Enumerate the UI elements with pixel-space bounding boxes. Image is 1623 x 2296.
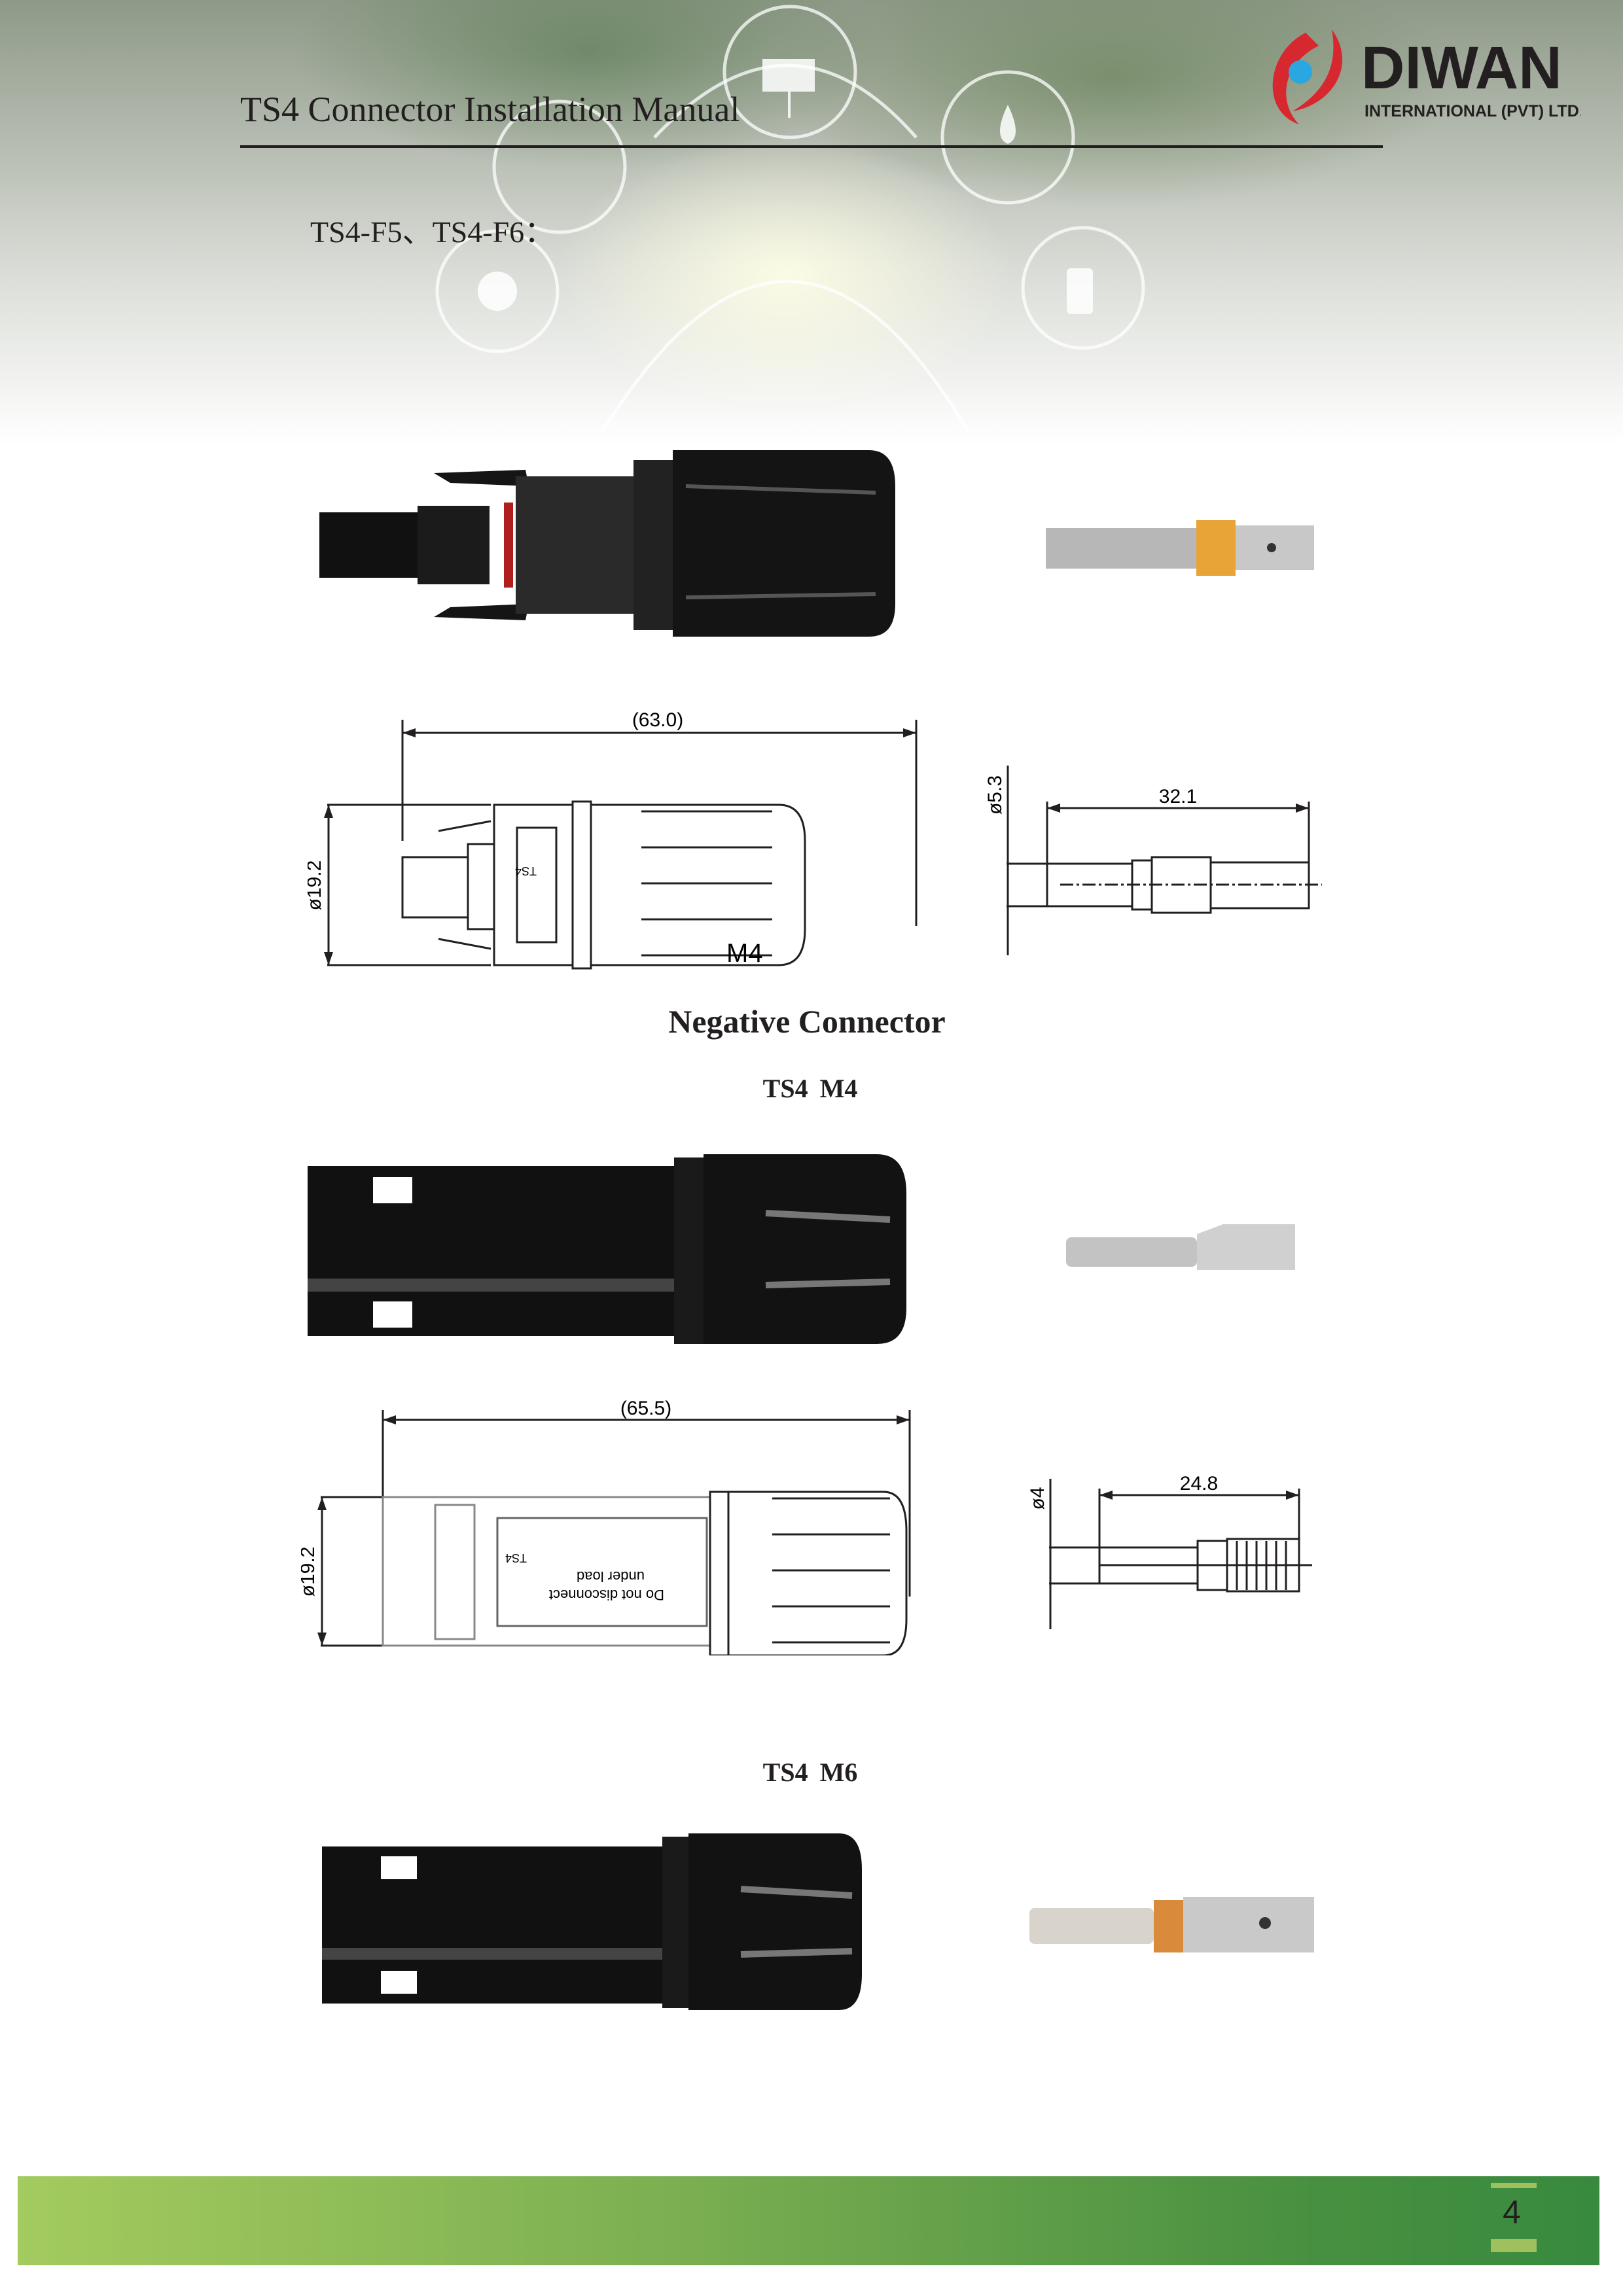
model-label-overlay: M4 [819,1074,858,1103]
diameter-dimension: ø19.2 [308,860,325,911]
contact-socket-photo-negative [1066,1224,1295,1270]
warning-text-line1: Do not disconnect [549,1587,664,1603]
page-number-accent-bottom [1491,2239,1537,2252]
model-subtitle: TS4-F5、TS4-F6： [310,215,555,249]
footer-bar [18,2176,1599,2265]
connector-photo-negative [308,1154,906,1344]
svg-text:DIWAN: DIWAN [1361,35,1562,101]
diameter-dimension: ø19.2 [301,1547,319,1597]
model-label-overlay: M6 [819,1757,858,1787]
positive-connector-dimension-drawing: (63.0) ø19.2 TS4 M4 [308,710,918,970]
model-mark: TS4 [505,1551,527,1564]
negative-connector-dimension-drawing: (65.5) ø19.2 TS4 Do not disconnect under… [301,1400,911,1655]
connector-photo-positive [319,450,895,637]
pin-diameter-dimension: ø5.3 [984,775,1006,815]
connector-photo-variant [322,1833,862,2010]
page-number-accent-top [1491,2183,1537,2188]
document-title: TS4 Connector Installation Manual [240,90,740,129]
negative-pin-dimension-drawing: 24.8 ø4 [1027,1473,1312,1629]
warning-text-line2: under load [577,1568,645,1585]
size-mark: M4 [726,939,763,968]
svg-text:INTERNATIONAL (PVT) LTD.: INTERNATIONAL (PVT) LTD. [1364,102,1580,120]
header-divider [240,145,1383,148]
length-dimension: (63.0) [632,710,683,731]
contact-pin-photo-positive [1046,520,1314,576]
model-label-text: TS4 [762,1074,808,1103]
pin-diameter-dimension: ø4 [1027,1487,1048,1510]
length-dimension: (65.5) [620,1400,671,1419]
model-mark: TS4 [515,864,537,877]
negative-connector-heading: Negative Connector [668,1003,946,1040]
diwan-logo: DIWAN INTERNATIONAL (PVT) LTD. [1260,26,1584,131]
pin-length-dimension: 32.1 [1159,786,1197,807]
model-label-a: TS4 M4 [725,1073,895,1106]
contact-pin-photo-variant [1029,1897,1314,1952]
header-background [0,0,1623,445]
model-label-b: TS4 M6 [725,1757,895,1790]
energy-icons-decoration [435,5,1145,433]
model-label-text: TS4 [762,1757,808,1787]
positive-pin-dimension-drawing: 32.1 ø5.3 [984,766,1322,955]
page-number: 4 [1503,2194,1521,2231]
pin-length-dimension: 24.8 [1180,1473,1218,1494]
